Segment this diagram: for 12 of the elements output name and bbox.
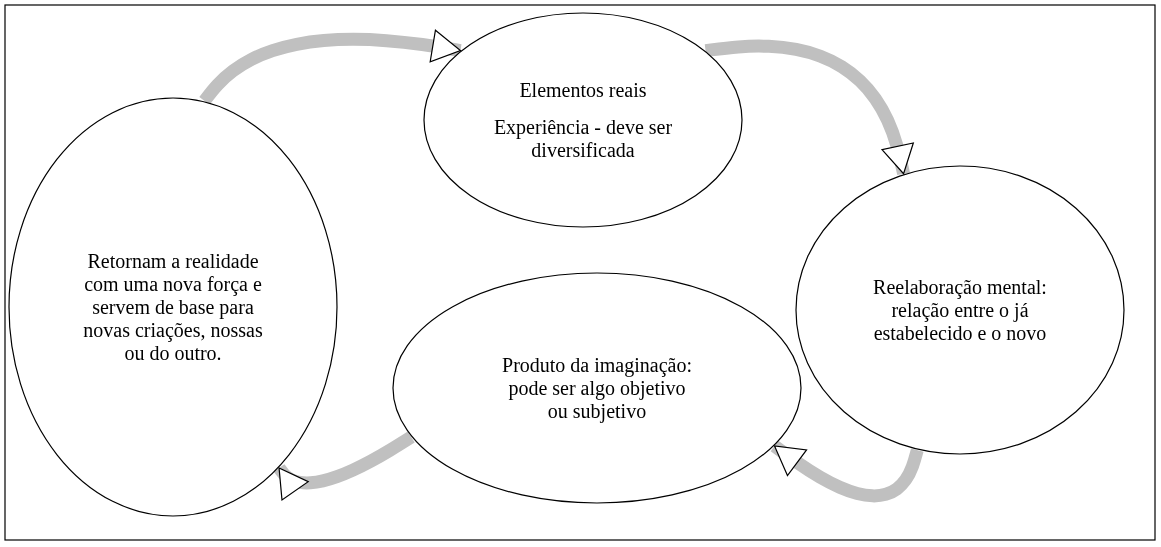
curved-arrow	[199, 29, 462, 105]
ellipse-node	[423, 12, 743, 228]
node-text: Retornam a realidade com uma nova força e servem de base para novas criações, nossas ou do outro.	[82, 249, 264, 365]
curved-arrow	[704, 39, 914, 176]
node-text: Experiência - deve ser diversificada	[492, 115, 674, 162]
node-text: Reelaboração mental: relação entre o já estabelecido e o novo	[872, 275, 1048, 345]
ellipse-node	[8, 97, 338, 517]
ellipse-node	[392, 272, 802, 504]
node-text: Elementos reais	[519, 78, 647, 102]
ellipse-node	[795, 165, 1125, 455]
node-text: Produto da imaginação: pode ser algo objetivo ou subjetivo	[502, 353, 692, 423]
curved-arrow	[273, 431, 415, 501]
